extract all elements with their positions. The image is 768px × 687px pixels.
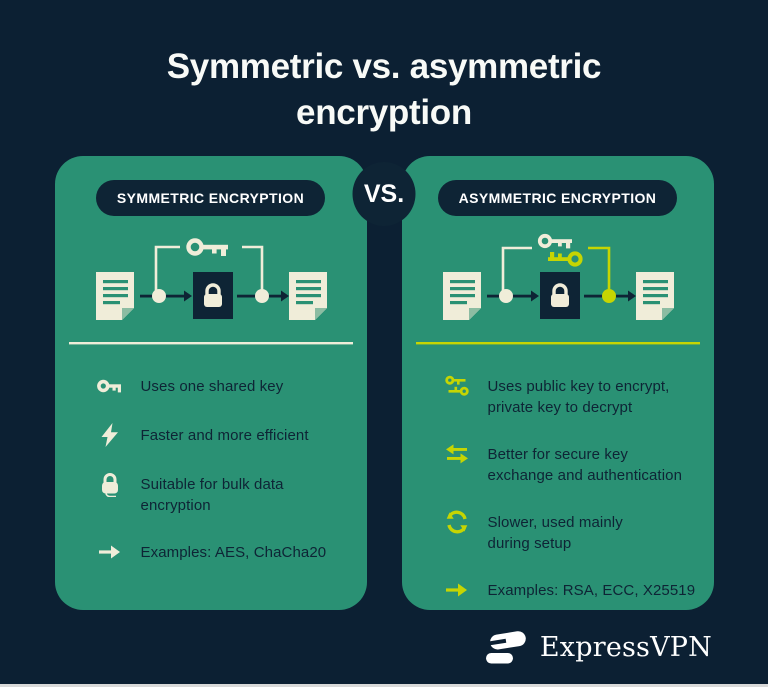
vs-label: VS. xyxy=(363,179,405,208)
encrypt-arrow xyxy=(486,289,539,303)
list-item: Suitable for bulk data encryption xyxy=(97,472,351,516)
list-item: Examples: RSA, ECC, X25519 xyxy=(444,578,698,603)
expressvpn-logo-icon xyxy=(485,631,526,664)
asymmetric-panel: ASYMMETRIC ENCRYPTION xyxy=(401,156,714,610)
dual-keys-icon xyxy=(444,375,469,396)
list-item-text: Better for secure key exchange and authe… xyxy=(487,446,683,484)
symmetric-panel: SYMMETRIC ENCRYPTION xyxy=(54,156,367,610)
list-item-text: Suitable for bulk data encryption xyxy=(140,476,284,514)
list-item: Better for secure key exchange and authe… xyxy=(444,442,698,486)
vs-badge: VS. xyxy=(352,162,416,226)
shared-key-icon xyxy=(179,234,242,261)
exchange-arrows-icon xyxy=(445,444,468,464)
symmetric-header-label: SYMMETRIC ENCRYPTION xyxy=(116,190,305,206)
arrow-right-icon xyxy=(445,583,467,597)
asymmetric-header-pill: ASYMMETRIC ENCRYPTION xyxy=(437,180,678,216)
symmetric-feature-list: Uses one shared key Faster and more effi… xyxy=(96,374,351,565)
list-item-text: Slower, used mainly during setup xyxy=(487,514,623,552)
list-item: Slower, used mainly during setup xyxy=(444,510,698,554)
expressvpn-wordmark: ExpressVPN xyxy=(539,631,712,663)
brand-footer: ExpressVPN xyxy=(482,625,712,669)
key-icon xyxy=(96,379,121,393)
symmetric-header-pill: SYMMETRIC ENCRYPTION xyxy=(95,180,326,216)
cipher-lock-box xyxy=(192,272,233,319)
decrypt-arrow xyxy=(583,289,636,303)
asymmetric-feature-list: Uses public key to encrypt, private key … xyxy=(444,374,698,603)
list-item: Examples: AES, ChaCha20 xyxy=(97,540,351,565)
list-item-text: Examples: AES, ChaCha20 xyxy=(140,544,327,561)
list-item-text: Uses one shared key xyxy=(140,378,284,395)
asymmetric-encryption-diagram xyxy=(415,232,700,345)
asymmetric-header-label: ASYMMETRIC ENCRYPTION xyxy=(458,190,657,206)
decrypt-arrow xyxy=(236,289,289,303)
plaintext-document-icon xyxy=(442,272,481,320)
private-key-icon xyxy=(539,250,588,268)
decrypted-document-icon xyxy=(635,272,674,320)
symmetric-encryption-diagram xyxy=(68,234,353,345)
list-item: Uses one shared key xyxy=(96,374,351,399)
comparison-panels: SYMMETRIC ENCRYPTION xyxy=(0,156,768,610)
panel-divider xyxy=(415,342,700,345)
list-item: Faster and more efficient xyxy=(97,423,351,448)
gear-sync-icon xyxy=(446,510,467,534)
list-item-text: Examples: RSA, ECC, X25519 xyxy=(487,582,696,599)
plaintext-document-icon xyxy=(95,272,134,320)
private-key-bracket-line xyxy=(581,246,610,292)
bottom-edge-strip xyxy=(0,684,768,687)
list-item: Uses public key to encrypt, private key … xyxy=(444,374,698,418)
list-item-text: Uses public key to encrypt, private key … xyxy=(487,378,670,416)
arrow-right-icon xyxy=(98,545,120,559)
panel-divider xyxy=(68,342,353,345)
public-key-icon xyxy=(531,232,588,252)
public-key-bracket-line xyxy=(501,246,544,292)
cipher-lock-box xyxy=(539,272,580,319)
decrypted-document-icon xyxy=(288,272,327,320)
lightning-icon xyxy=(101,423,118,447)
padlock-icon xyxy=(101,473,118,497)
encrypt-arrow xyxy=(139,289,192,303)
page-title: Symmetric vs. asymmetric encryption xyxy=(166,47,602,133)
list-item-text: Faster and more efficient xyxy=(140,427,309,444)
